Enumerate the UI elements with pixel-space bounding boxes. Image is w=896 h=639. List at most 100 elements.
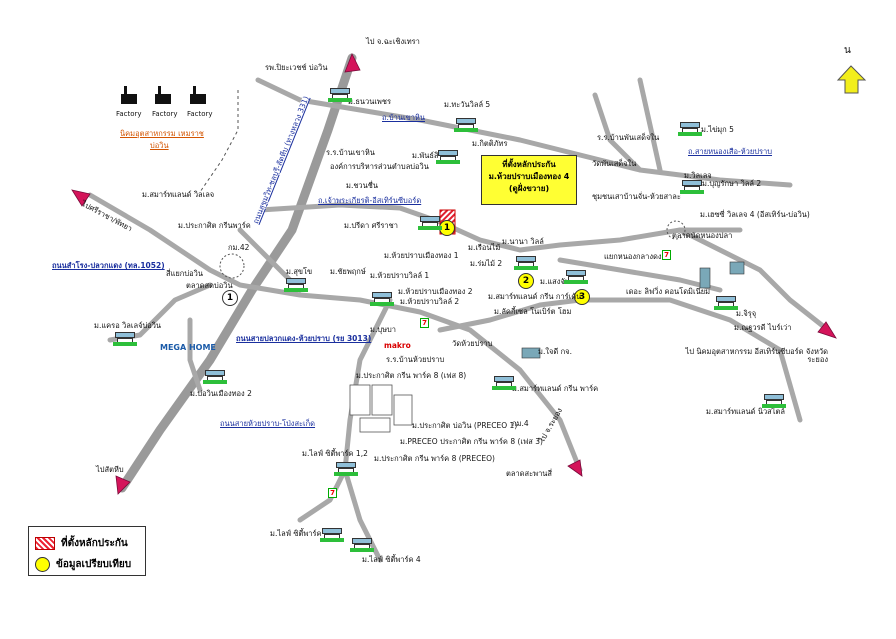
place-m-kittiphat: ม.กิตติภัทร <box>472 139 508 148</box>
legend-row-comparable: ข้อมูลเปรียบเทียบ <box>35 557 131 572</box>
arrow-estate <box>817 321 837 339</box>
road-huai-prap-pong-label: ถนนสายห้วยปราบ-โป่งสะเก็ด <box>220 419 316 428</box>
marker-3[interactable]: 3 <box>574 289 590 305</box>
place-m-smart-3: ม.สมาร์ทแลนด์ กรีน การ์เด้น <box>488 292 582 301</box>
road-khao-hin-label: ถ.บ้านเขาหิน <box>382 113 425 122</box>
callout-line3: (ดูฝั่งขวาย) <box>508 184 550 193</box>
house-icon <box>418 216 442 230</box>
arrow-rayong-south <box>567 459 583 477</box>
place-m-eastern: ม.เฮซซี่ วิลเลจ 4 (อีสเทิร์น-บ่อวิน) <box>700 210 810 219</box>
legend-comparable-label: ข้อมูลเปรียบเทียบ <box>56 559 132 570</box>
house-icon <box>680 180 704 194</box>
estate-caption-2: บ่อวิน <box>150 141 169 150</box>
north-arrow-shape <box>836 65 867 94</box>
house-icon <box>762 394 786 408</box>
house-icon <box>203 370 227 384</box>
highway-331 <box>117 53 357 493</box>
to-estate-label: ไป นิคมอุตสาหกรรม อีสเทิร์นซีบอร์ด จังหว… <box>685 347 828 364</box>
house-icon <box>514 256 538 270</box>
place-m-prakasit-green: ม.ประกาศิต กรีนพาร์ค <box>178 221 251 230</box>
place-m-phanthip: ม.พันธ์สิริวิลล์ <box>412 151 456 160</box>
place-school-khao-hin: ร.ร.บ้านเขาหิน <box>326 148 375 157</box>
legend-row-collateral: ที่ตั้งหลักประกัน <box>35 536 128 551</box>
road-sam-rong-nong-label: ถ.สายหนองเสือ-ห้วยปราบ <box>688 147 773 156</box>
place-m-factory: ม.แครอ วิลเลจ์บ่อวิน <box>94 321 162 330</box>
place-market-bowin: ตลาดสดบ่อวิน <box>186 281 233 290</box>
convenience-store-icon: 7 <box>420 318 429 328</box>
to-sattahip-label: ไปสัตหีบ <box>96 465 124 474</box>
place-cross-road: ชุมชนเสาบ้านจั่น-ห้วยสาละ <box>592 192 681 201</box>
place-m-narumon: ม.บุญรักษา วิลล์ 2 <box>702 179 762 188</box>
place-m-jijuju: ม.จิรุจุ <box>736 309 757 318</box>
place-mega: MEGA HOME <box>160 343 216 352</box>
factory-label-1: Factory <box>116 110 142 118</box>
road-huai-prap <box>437 297 803 423</box>
place-m-smart-green: ม.สมาร์ทแลนด์ กรีน พาร์ค <box>512 384 599 393</box>
house-icon <box>113 332 137 346</box>
convenience-store-icon: 7 <box>662 250 671 260</box>
place-hn-teak3: ม.PRECEO ประกาศิต กรีน พาร์ค 8 (เฟส 3) <box>400 437 543 446</box>
place-m-chuan: ม.ชวนชื่น <box>346 181 378 190</box>
road-khao-hin-2-label: ถ.เจ้าพระเกียรติ-อีสเทิร์นซีบอร์ด <box>318 196 422 205</box>
arrow-chachoengsao <box>344 53 361 73</box>
place-m-smart-newstyle: ม.สมาร์ทแลนด์ นิวสไตล์ <box>706 407 785 416</box>
collateral-callout: ที่ตั้งหลักประกัน ม.ห้วยปราบเมืองทอง 4 (… <box>481 155 577 205</box>
house-icon <box>350 538 374 552</box>
place-m-huai-prap-3b: ม.ห้วยปราบวิลล์ 1 <box>370 271 430 280</box>
place-hn-teak4: ม.ประกาศิต กรีน พาร์ค 8 (PRECEO) <box>374 454 495 463</box>
place-school-huai-prap: ร.ร.บ้านห้วยปราบ <box>386 355 445 364</box>
place-market: ตลาดสะพานสี่ <box>506 469 553 478</box>
road-pluak-daeng-label: ถนนสายปลวกแดง-ห้วยปราบ (รย 3013) <box>236 334 372 343</box>
road-west-2 <box>187 317 203 393</box>
place-watt: วัดห้วยปราบ <box>452 339 493 348</box>
marker-2[interactable]: 2 <box>518 273 534 289</box>
convenience-store-icon: 7 <box>328 488 337 498</box>
place-hn-teak2: ม.ประกาศิต บ่อวิน (PRECEO 1) <box>412 421 518 430</box>
legend-collateral-label: ที่ตั้งหลักประกัน <box>61 538 128 549</box>
factory-label-2: Factory <box>152 110 178 118</box>
place-m-thawee: ม.ธนวนเพชร <box>348 97 391 106</box>
place-hn-teak: ม.ประกาศิต กรีน พาร์ค 8 (เฟส 8) <box>356 371 467 380</box>
place-condo: เดอะ ลิฟวิ่ง คอนโดมิเนียม <box>626 287 711 296</box>
place-crossroad-nong: ตลาดนัดหนองปลา <box>672 231 733 240</box>
place-m-ruen2: ม.ร่มไม้ 2 <box>470 259 503 268</box>
road-south-2 <box>297 467 348 523</box>
place-m-sarin: ม.ชัยพฤกษ์ <box>330 267 366 276</box>
place-m-life-4: ม.ไลฟ์ ซิตี้พาร์ค 4 <box>362 555 421 564</box>
hatch-swatch-icon <box>35 537 55 550</box>
place-m-bowin-tong: ม.บ่อวินเมืองทอง 2 <box>190 389 252 398</box>
place-market-night: แยกหนองกลางดง <box>604 252 662 261</box>
house-icon <box>492 376 516 390</box>
marker-junction[interactable]: 1 <box>222 290 238 306</box>
place-km42: กม.42 <box>228 243 250 252</box>
callout-line1: ที่ตั้งหลักประกัน <box>502 160 556 169</box>
house-icon <box>320 528 344 542</box>
factory-label-3: Factory <box>187 110 213 118</box>
north-label: น <box>844 45 851 56</box>
house-icon <box>334 462 358 476</box>
place-m-prit: ม.ปรีดา ศรีราชา <box>344 221 398 230</box>
to-chachoengsao-label: ไป จ.ฉะเชิงเทรา <box>366 37 420 46</box>
place-school-sam: ร.ร.บ้านพันเสด็จใน <box>597 133 660 142</box>
place-tambon-office: องค์การบริหารส่วนตำบลบ่อวิน <box>330 162 429 171</box>
marker-1[interactable]: 1 <box>439 220 455 236</box>
house-icon <box>436 150 460 164</box>
place-m-thanakorn5: ม.ทะวันวิลล์ 5 <box>444 100 491 109</box>
map-legend: ที่ตั้งหลักประกัน ข้อมูลเปรียบเทียบ <box>28 526 146 576</box>
place-m-life-3: ม.ไลฟ์ ซิตี้พาร์ค 3 <box>270 529 329 538</box>
place-m-sukkon: ม.สุขโข <box>286 267 313 276</box>
arrow-pattaya <box>71 189 91 207</box>
place-m-huai-prap-4: ม.ห้วยปราบวิลล์ 2 <box>400 297 460 306</box>
place-m-huai-prap-2: ม.ห้วยปราบเมืองทอง 2 <box>398 287 473 296</box>
house-icon <box>564 270 588 284</box>
place-m-villa: ม.วิลเลจ <box>684 171 712 180</box>
place-hospital: รพ.ปิยะเวชช์ บ่อวิน <box>265 63 328 72</box>
road-sam-rong <box>87 192 583 473</box>
place-m-life-12: ม.ไลฟ์ ซิตี้พาร์ค 1,2 <box>302 449 368 458</box>
place-km-bowin-junction: สี่แยกบ่อวิน <box>166 269 203 278</box>
callout-line2: ม.ห้วยปราบเมืองทอง 4 <box>488 172 570 181</box>
house-icon <box>714 296 738 310</box>
estate-boundary <box>199 90 239 193</box>
place-m-huai-prap-1: ม.ห้วยปราบเมืองทอง 1 <box>384 251 459 260</box>
